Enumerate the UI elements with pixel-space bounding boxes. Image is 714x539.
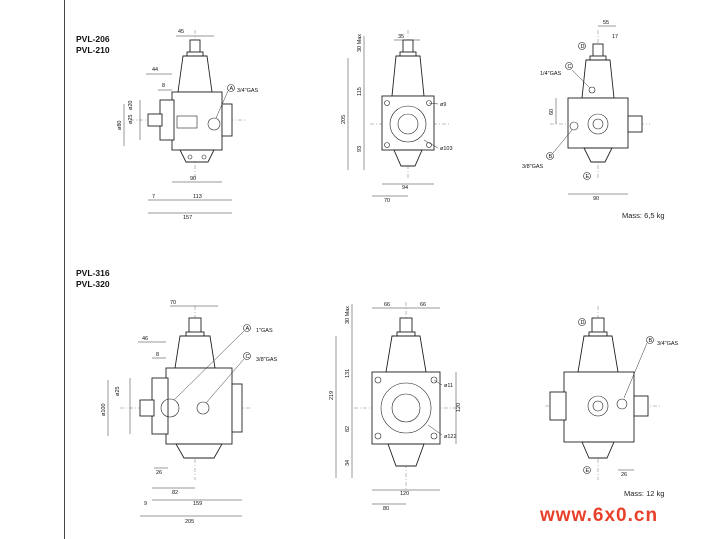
port-label-top-c: 1/4"GAS bbox=[540, 71, 562, 77]
dim-top-front-10: 157 bbox=[183, 215, 192, 221]
watermark: www.6x0.cn bbox=[540, 505, 659, 526]
dim-top-rear-1: 55 bbox=[603, 20, 609, 26]
dim-bottom-front-8: 9 bbox=[144, 501, 147, 507]
dim-bottom-front-4: ø25 bbox=[115, 387, 121, 396]
model-label-pvl-210: PVL-210 bbox=[76, 45, 110, 55]
dim-bottom-side-12: 80 bbox=[383, 506, 389, 512]
dim-bottom-side-3: 66 bbox=[420, 302, 426, 308]
dim-bottom-front-10: 205 bbox=[185, 519, 194, 525]
dim-top-front-3: 8 bbox=[162, 83, 165, 89]
dim-top-side-8: 94 bbox=[402, 185, 408, 191]
top-rear-view: 55 17 60 90 D C 1/4"GAS B 3/8"GAS E bbox=[522, 20, 650, 202]
model-label-pvl-206: PVL-206 bbox=[76, 34, 110, 44]
dim-bottom-front-7: 82 bbox=[172, 490, 178, 496]
dim-bottom-front-1: 70 bbox=[170, 300, 176, 306]
port-letter-top-d: D bbox=[581, 44, 585, 50]
dim-top-side-4: 205 bbox=[341, 115, 347, 124]
top-side-view: 30 Max 35 115 205 93 ø9 ø103 94 70 bbox=[341, 30, 453, 204]
sheet-border-line bbox=[64, 0, 65, 539]
bottom-rear-view: 26 D B 3/4"GAS E bbox=[545, 306, 679, 480]
dim-bottom-front-6: 26 bbox=[156, 470, 162, 476]
port-letter-top-c: C bbox=[568, 64, 572, 70]
port-label-bottom-b: 3/4"GAS bbox=[657, 341, 679, 347]
dim-bottom-side-6: 82 bbox=[345, 426, 351, 432]
dim-bottom-side-7: 34 bbox=[345, 460, 351, 466]
dim-top-side-5: 93 bbox=[357, 146, 363, 152]
dim-bottom-side-5: 219 bbox=[329, 391, 335, 400]
dim-bottom-side-1: 30 Max bbox=[345, 306, 351, 324]
dim-top-front-7: 90 bbox=[190, 176, 196, 182]
dim-top-rear-3: 60 bbox=[549, 109, 555, 115]
port-letter-top-b: B bbox=[549, 154, 553, 160]
port-letter-bottom-d: D bbox=[581, 320, 585, 326]
dim-top-front-8: 7 bbox=[152, 194, 155, 200]
dim-top-rear-4: 90 bbox=[593, 196, 599, 202]
mass-top: Mass: 6,5 kg bbox=[622, 211, 665, 220]
dim-top-front-4: ø20 bbox=[128, 101, 134, 110]
dim-top-side-6: ø9 bbox=[440, 102, 446, 108]
port-letter-bottom-e: E bbox=[586, 468, 590, 474]
dim-bottom-rear-1: 26 bbox=[621, 472, 627, 478]
mass-bottom: Mass: 12 kg bbox=[624, 489, 665, 498]
port-label-bottom-c: 3/8"GAS bbox=[256, 357, 278, 363]
port-letter-bottom-c: C bbox=[246, 354, 250, 360]
dim-bottom-side-8: ø11 bbox=[444, 383, 453, 389]
model-label-pvl-316: PVL-316 bbox=[76, 268, 110, 278]
port-letter-top-e: E bbox=[586, 174, 590, 180]
dim-top-front-1: 45 bbox=[178, 29, 184, 35]
port-label-bottom-a: 1"GAS bbox=[256, 328, 273, 334]
bottom-front-view: 70 46 8 ø25 ø100 26 82 9 159 205 A 1"GAS… bbox=[101, 300, 278, 525]
dim-top-side-1: 30 Max bbox=[357, 34, 363, 52]
port-label-top-b: 3/8"GAS bbox=[522, 164, 544, 170]
dim-bottom-front-2: 46 bbox=[142, 336, 148, 342]
dim-top-front-6: ø80 bbox=[117, 121, 123, 130]
dim-top-front-5: ø25 bbox=[128, 115, 134, 124]
dim-bottom-side-11: 120 bbox=[400, 491, 409, 497]
port-label-top-a: 3/4"GAS bbox=[237, 88, 259, 94]
dim-bottom-front-5: ø100 bbox=[101, 403, 107, 416]
bottom-side-view: 30 Max 66 66 131 219 82 34 ø11 ø122 120 … bbox=[329, 302, 462, 512]
model-label-pvl-320: PVL-320 bbox=[76, 279, 110, 289]
dim-top-side-7: ø103 bbox=[440, 146, 453, 152]
dim-bottom-side-10: 120 bbox=[456, 403, 462, 412]
port-letter-top-a: A bbox=[230, 86, 234, 92]
dim-bottom-side-4: 131 bbox=[345, 369, 351, 378]
dim-bottom-side-2: 66 bbox=[384, 302, 390, 308]
dim-top-rear-2: 17 bbox=[612, 34, 618, 40]
dim-bottom-front-3: 8 bbox=[156, 352, 159, 358]
dim-bottom-front-9: 159 bbox=[193, 501, 202, 507]
dim-top-side-3: 115 bbox=[357, 87, 363, 96]
dim-top-side-9: 70 bbox=[384, 198, 390, 204]
dim-top-front-2: 44 bbox=[152, 67, 158, 73]
dim-top-front-9: 113 bbox=[193, 194, 202, 200]
top-front-view: 45 44 8 ø20 ø25 ø80 90 7 113 157 A 3/4"G… bbox=[117, 29, 259, 221]
port-letter-bottom-a: A bbox=[246, 326, 250, 332]
dim-top-side-2: 35 bbox=[398, 34, 404, 40]
port-letter-bottom-b: B bbox=[649, 338, 653, 344]
dim-bottom-side-9: ø122 bbox=[444, 434, 457, 440]
